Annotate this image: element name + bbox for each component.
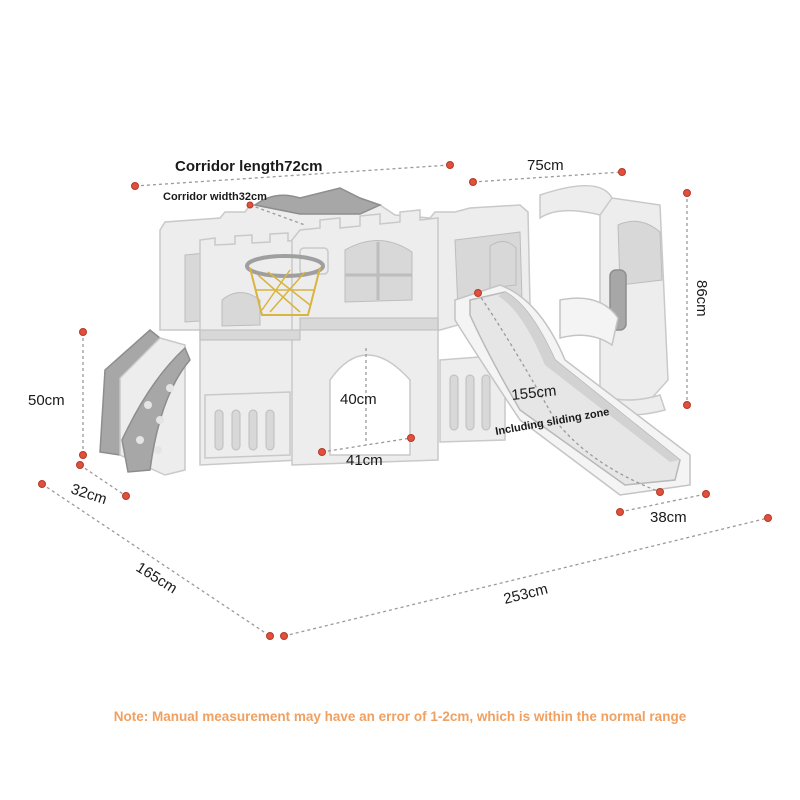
dimension-marker: [76, 461, 84, 469]
dimension-lines: [38, 161, 772, 640]
climbing-stairs: [99, 329, 191, 476]
dimension-marker: [79, 328, 87, 336]
slide-width-label: 38cm: [650, 509, 687, 526]
dimension-marker: [702, 490, 710, 498]
dimension-marker: [616, 508, 624, 516]
dimension-marker: [618, 168, 626, 176]
dimension-marker: [38, 480, 46, 488]
dimension-marker: [469, 178, 477, 186]
dimension-marker: [266, 632, 274, 640]
height-86-label: 86cm: [693, 280, 710, 317]
dimension-marker: [79, 451, 87, 459]
dimension-marker: [246, 201, 254, 209]
playset-illustration: [99, 185, 691, 496]
dimension-marker: [446, 161, 454, 169]
measurement-note: Note: Manual measurement may have an err…: [114, 709, 687, 724]
arch-width-label: 41cm: [346, 452, 383, 469]
slide: [454, 284, 691, 496]
dimension-marker: [474, 289, 482, 297]
slide-length-label: 155cm: [511, 382, 558, 404]
arch-height-label: 40cm: [340, 391, 377, 408]
dimension-marker: [407, 434, 415, 442]
dimension-marker: [683, 189, 691, 197]
height-50-label: 50cm: [28, 392, 65, 409]
total-depth-label: 165cm: [133, 559, 180, 597]
front-fence: [204, 354, 506, 459]
swing-width-label: 75cm: [527, 157, 564, 174]
corridor-width-label: Corridor width32cm: [163, 191, 267, 203]
total-length-label: 253cm: [502, 580, 550, 607]
dimension-marker: [131, 182, 139, 190]
dimension-marker: [683, 401, 691, 409]
corridor-length-label: Corridor length72cm: [175, 158, 323, 175]
stairs-depth-label: 32cm: [69, 481, 109, 509]
dimension-marker: [122, 492, 130, 500]
dimension-marker: [318, 448, 326, 456]
dimension-marker: [656, 488, 664, 496]
basketball-hoop: [245, 247, 329, 316]
dimension-marker: [764, 514, 772, 522]
dimension-marker: [280, 632, 288, 640]
